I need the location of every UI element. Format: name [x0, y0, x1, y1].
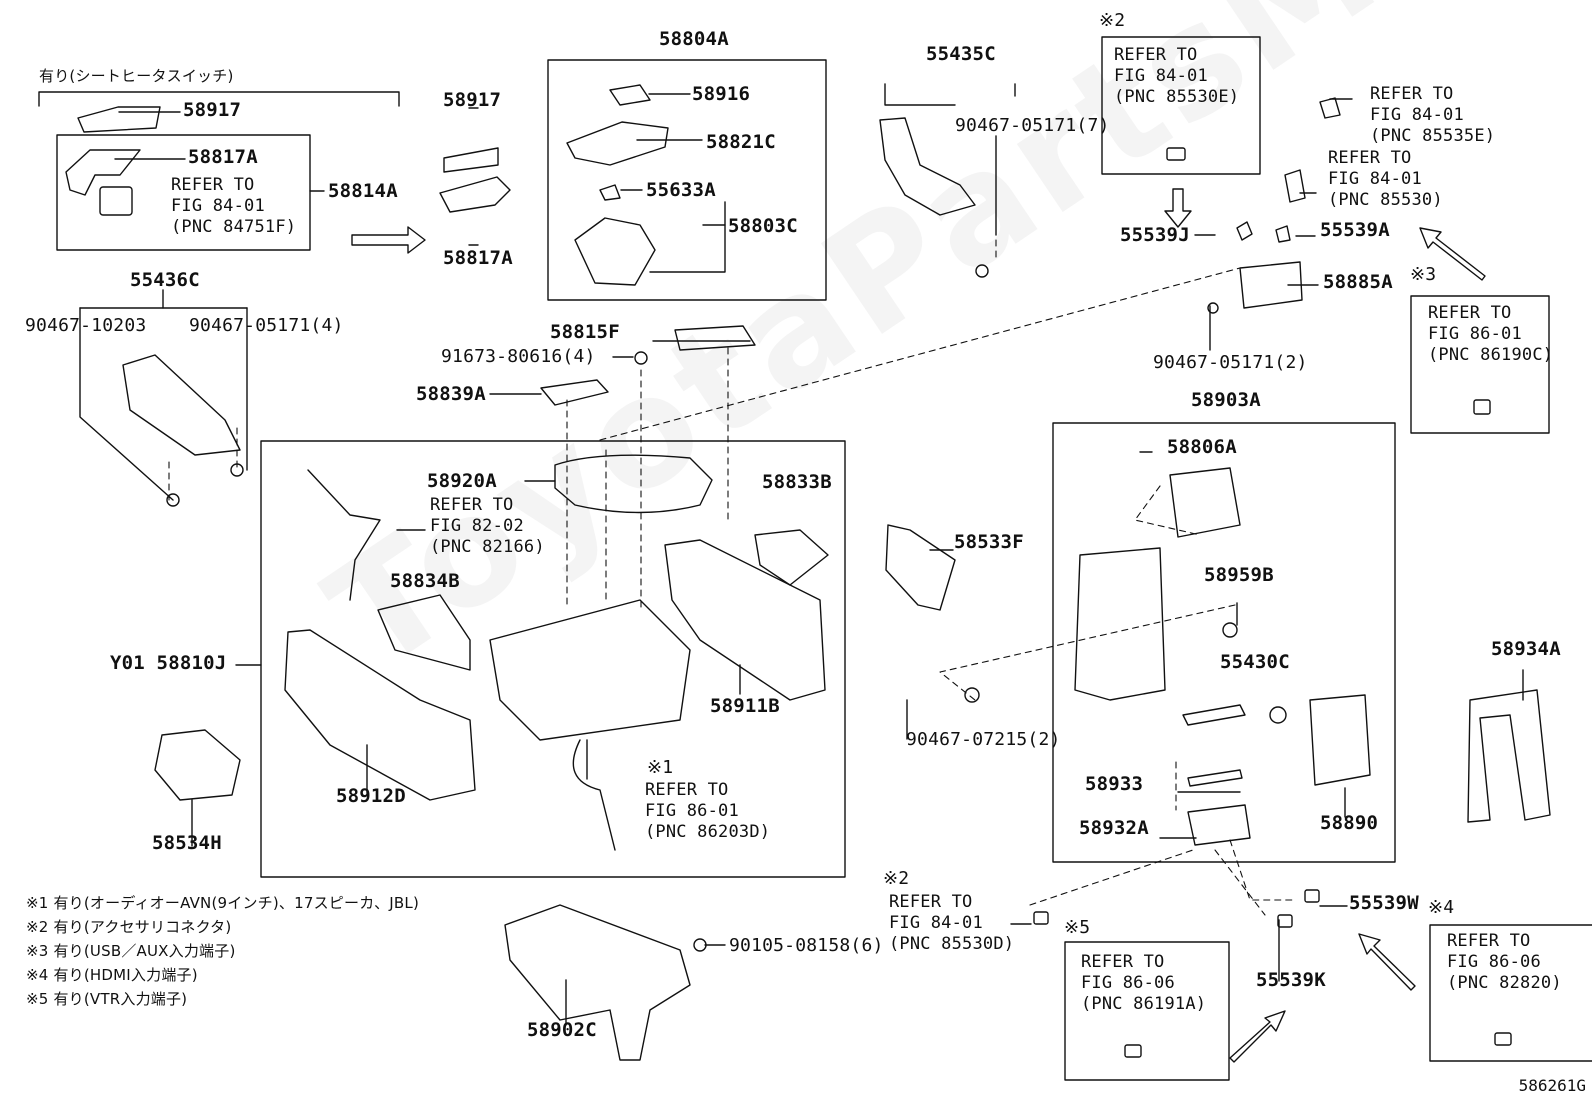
box-note2-85530E: [1101, 36, 1261, 175]
part-number-58806A: 58806A: [1167, 436, 1237, 458]
box-note4-82820: [1429, 924, 1592, 1062]
part-number-58533F: 58533F: [954, 531, 1024, 553]
part-number-58912D: 58912D: [336, 785, 406, 807]
note-3-marker: ※3: [1410, 264, 1437, 285]
part-number-55539W: 55539W: [1349, 892, 1419, 914]
refer-fig-86-01-86203D: REFER TO FIG 86-01 (PNC 86203D): [645, 780, 771, 842]
part-number-58917: 58917: [183, 99, 242, 121]
part-number-58821C: 58821C: [706, 131, 776, 153]
note-5-marker: ※5: [1064, 917, 1091, 938]
part-number-90467-10203: 90467-10203: [25, 315, 147, 336]
part-number-58902C: 58902C: [527, 1019, 597, 1041]
part-number-58815F: 58815F: [550, 321, 620, 343]
part-number-58885A: 58885A: [1323, 271, 1393, 293]
refer-fig-84-01-84751F: REFER TO FIG 84-01 (PNC 84751F): [171, 175, 297, 237]
part-number-58932A: 58932A: [1079, 817, 1149, 839]
box-note3-86190C: [1410, 295, 1550, 434]
refer-fig-84-01-85530: REFER TO FIG 84-01 (PNC 85530): [1328, 148, 1443, 210]
part-number-58890: 58890: [1320, 812, 1379, 834]
part-number-90467-05171-2: 90467-05171(2): [1153, 352, 1308, 373]
part-number-55633A: 55633A: [646, 179, 716, 201]
box-58814A: [56, 134, 311, 251]
part-number-58804A: 58804A: [659, 28, 729, 50]
part-number-90467-05171-7: 90467-05171(7): [955, 115, 1110, 136]
part-number-90467-05171-4: 90467-05171(4): [189, 315, 344, 336]
part-number-58834B: 58834B: [390, 570, 460, 592]
part-number-90467-07215-2: 90467-07215(2): [906, 729, 1061, 750]
refer-fig-84-01-85530D: REFER TO FIG 84-01 (PNC 85530D): [889, 892, 1015, 954]
option-note-5: ※5 有り(VTR入力端子): [26, 990, 188, 1008]
option-note-4: ※4 有り(HDMI入力端子): [26, 966, 198, 984]
part-number-58917-exploded: 58917: [443, 89, 502, 111]
part-number-90105-08158-6: 90105-08158(6): [729, 935, 884, 956]
part-number-58903A: 58903A: [1191, 389, 1261, 411]
refer-fig-84-01-85530E: REFER TO FIG 84-01 (PNC 85530E): [1114, 45, 1240, 107]
note-2-marker: ※2: [1099, 10, 1126, 31]
refer-fig-82-02-82166: REFER TO FIG 82-02 (PNC 82166): [430, 495, 545, 557]
part-number-58920A: 58920A: [427, 470, 497, 492]
part-number-58839A: 58839A: [416, 383, 486, 405]
part-number-Y01-58810J: Y01 58810J: [110, 652, 227, 674]
refer-fig-86-06-86191A: REFER TO FIG 86-06 (PNC 86191A): [1081, 952, 1207, 1014]
part-number-58814A: 58814A: [328, 180, 398, 202]
part-number-58934A: 58934A: [1491, 638, 1561, 660]
part-number-58803C: 58803C: [728, 215, 798, 237]
part-number-55539K: 55539K: [1256, 969, 1326, 991]
part-number-58933: 58933: [1085, 773, 1144, 795]
part-number-55430C: 55430C: [1220, 651, 1290, 673]
option-note-1: ※1 有り(オーディオーAVN(9インチ)、17スピーカ、JBL): [26, 894, 420, 912]
note-2-marker-lower: ※2: [883, 868, 910, 889]
part-number-58959B: 58959B: [1204, 564, 1274, 586]
box-58903A: [1052, 422, 1396, 863]
refer-fig-86-06-82820: REFER TO FIG 86-06 (PNC 82820): [1447, 931, 1562, 993]
note-4-marker: ※4: [1428, 897, 1455, 918]
refer-fig-84-01-85535E: REFER TO FIG 84-01 (PNC 85535E): [1370, 84, 1496, 146]
refer-fig-86-01-86190C: REFER TO FIG 86-01 (PNC 86190C): [1428, 303, 1554, 365]
box-58810J: [260, 440, 846, 878]
part-number-58817A-exploded: 58817A: [443, 247, 513, 269]
part-number-58833B: 58833B: [762, 471, 832, 493]
box-note5-86191A: [1064, 941, 1230, 1081]
part-number-91673-80616-4: 91673-80616(4): [441, 346, 596, 367]
figure-code: 586261G: [1518, 1076, 1586, 1095]
part-number-55435C: 55435C: [926, 43, 996, 65]
part-number-58916: 58916: [692, 83, 751, 105]
part-number-55539A: 55539A: [1320, 219, 1390, 241]
part-number-58911B: 58911B: [710, 695, 780, 717]
note-1-marker: ※1: [647, 757, 674, 778]
seat-heater-option-label: 有り(シートヒータスイッチ): [39, 67, 234, 85]
part-number-55539J: 55539J: [1120, 224, 1190, 246]
option-note-2: ※2 有り(アクセサリコネクタ): [26, 918, 232, 936]
part-number-58534H: 58534H: [152, 832, 222, 854]
part-number-58817A: 58817A: [188, 146, 258, 168]
option-note-3: ※3 有り(USB／AUX入力端子): [26, 942, 236, 960]
part-number-55436C: 55436C: [130, 269, 200, 291]
box-58804A: [547, 59, 827, 301]
